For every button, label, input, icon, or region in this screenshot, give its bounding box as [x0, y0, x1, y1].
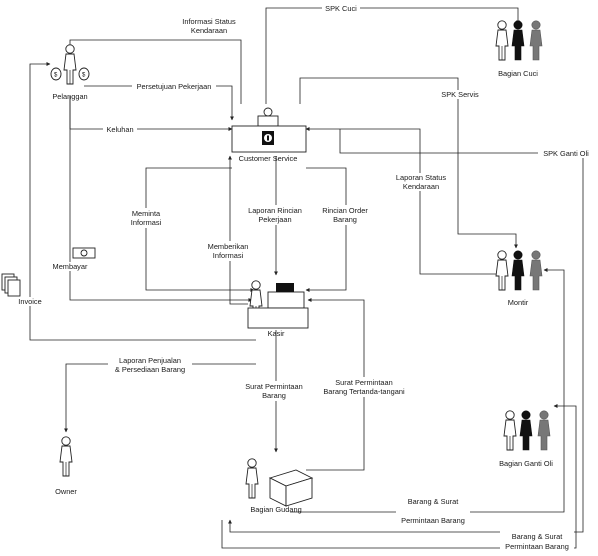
actor-label: Bagian Ganti Oli: [499, 459, 553, 468]
actor-owner: Owner: [55, 436, 77, 496]
actor-kasir: Kasir: [247, 280, 309, 338]
flow-label-persetujuan: Persetujuan Pekerjaan: [137, 82, 212, 91]
actor-bagian-ganti-oli: Bagian Ganti Oli: [499, 410, 553, 468]
flow-meminta-line: [145, 167, 255, 292]
svg-text:$: $: [54, 73, 58, 79]
flow-label-info-status-1: Informasi Status: [182, 17, 236, 26]
person-icon: [519, 410, 533, 451]
flow-spk-ganti-oli-line: [228, 129, 584, 533]
cash-register-icon: [267, 291, 305, 309]
actor-pelanggan: $ $ Pelanggan: [50, 44, 90, 101]
person-icon: [245, 458, 259, 499]
connectors: [29, 7, 584, 549]
register-display: [276, 283, 294, 292]
flow-label-laporan-rincian-1: Laporan Rincian: [248, 206, 302, 215]
person-icon: [511, 20, 525, 61]
svg-text:$: $: [82, 73, 86, 79]
flow-laporan-status-line: [305, 127, 506, 275]
flow-label-spk-servis: SPK Servis: [441, 90, 479, 99]
flow-keluhan-line: [69, 96, 233, 131]
person-icon: [59, 436, 73, 477]
actor-label: Bagian Cuci: [498, 69, 538, 78]
money-bag-icon: $: [78, 67, 90, 81]
flow-label-barang-surat-a2: Permintaan Barang: [401, 516, 465, 525]
flow-label-invoice: Invoice: [18, 297, 41, 306]
document-stack-icon: [1, 273, 21, 297]
person-icon: [63, 44, 77, 85]
person-icon: [511, 250, 525, 291]
flow-label-laporan-penjualan-2: & Persediaan Barang: [115, 365, 185, 374]
flow-label-surat-ttd-2: Barang Tertanda-tangani: [323, 387, 405, 396]
cash-note-icon: [72, 247, 96, 259]
flow-label-memberikan-2: Informasi: [213, 251, 244, 260]
flow-label-barang-surat-b2: Permintaan Barang: [505, 542, 569, 551]
flow-label-meminta-2: Informasi: [131, 218, 162, 227]
flow-info-status-line: [68, 39, 242, 104]
flow-spk-servis-line: [299, 77, 518, 249]
flow-label-barang-surat-a1: Barang & Surat: [408, 497, 459, 506]
info-icon: [262, 131, 274, 145]
flow-label-laporan-penjualan-1: Laporan Penjualan: [119, 356, 181, 365]
box-icon: [268, 469, 314, 507]
flow-rincian-order-line: [305, 167, 347, 292]
actor-bagian-gudang: Bagian Gudang: [245, 458, 314, 514]
actor-label: Montir: [508, 298, 529, 307]
actor-label: Customer Service: [239, 154, 298, 163]
money-bag-icon: $: [50, 67, 62, 81]
flow-label-laporan-status-2: Kendaraan: [403, 182, 439, 191]
actor-bagian-cuci: Bagian Cuci: [495, 20, 543, 78]
actor-label: Owner: [55, 487, 77, 496]
flow-persetujuan-line: [84, 85, 234, 121]
flow-label-info-status-2: Kendaraan: [191, 26, 227, 35]
flow-label-surat-permintaan-2: Barang: [262, 391, 286, 400]
flow-label-keluhan: Keluhan: [106, 125, 133, 134]
flow-barang-oli-line: [221, 404, 577, 549]
flow-spk-cuci-line: [265, 7, 520, 104]
actor-label: Bagian Gudang: [250, 505, 301, 514]
flow-invoice-line: [29, 62, 256, 341]
flow-label-rincian-order-2: Barang: [333, 215, 357, 224]
actor-label: Kasir: [268, 329, 285, 338]
flow-laporan-penjualan-line: [64, 363, 256, 433]
flow-label-laporan-rincian-2: Pekerjaan: [258, 215, 291, 224]
flow-label-spk-cuci: SPK Cuci: [325, 4, 357, 13]
flow-label-barang-surat-b1: Barang & Surat: [512, 532, 563, 541]
flow-label-memberikan-1: Memberikan: [208, 242, 249, 251]
flow-label-spk-ganti-oli: SPK Ganti Oli: [543, 149, 589, 158]
person-icon: [495, 20, 509, 61]
flow-label-meminta-1: Meminta: [132, 209, 161, 218]
flow-memberikan-line: [228, 155, 248, 305]
flow-label-laporan-status-1: Laporan Status: [396, 173, 446, 182]
flow-label-membayar: Membayar: [53, 262, 88, 271]
person-icon: [529, 20, 543, 61]
person-icon: [537, 410, 551, 451]
desk-icon: [247, 307, 309, 329]
actor-montir: Montir: [495, 250, 543, 307]
person-icon: [257, 107, 279, 127]
flow-labels: SPK Cuci Informasi Status Kendaraan Pers…: [14, 4, 596, 553]
flow-label-rincian-order-1: Rincian Order: [322, 206, 368, 215]
actor-customer-service: Customer Service: [231, 107, 307, 163]
actor-label: Pelanggan: [52, 92, 87, 101]
person-icon: [503, 410, 517, 451]
person-icon: [495, 250, 509, 291]
flow-label-surat-permintaan-1: Surat Permintaan: [245, 382, 303, 391]
flow-membayar-line: [69, 96, 253, 302]
flow-label-surat-ttd-1: Surat Permintaan: [335, 378, 393, 387]
person-icon: [529, 250, 543, 291]
